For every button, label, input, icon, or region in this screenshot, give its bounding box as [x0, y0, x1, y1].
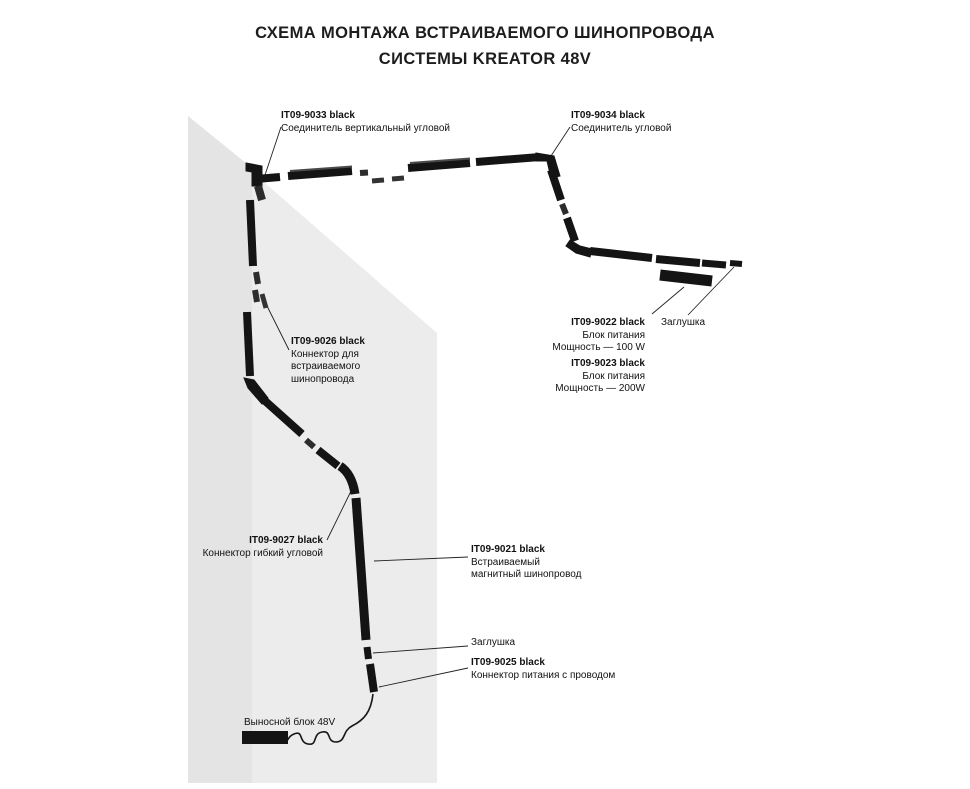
leader-lines [262, 126, 735, 688]
leader-zaglushka-right [687, 266, 735, 316]
label-external-block: Выносной блок 48V [244, 717, 336, 728]
part-code-9021: IT09-9021 black [471, 544, 545, 555]
part-desc-9023-1: Блок питания [582, 370, 645, 382]
external-block [242, 731, 288, 744]
part-desc-9033: Соединитель вертикальный угловой [281, 122, 451, 134]
callout-it09-9021: IT09-9021 black Встраиваемый магнитный ш… [471, 544, 581, 582]
leader-9021 [373, 556, 469, 562]
title-line-2: СИСТЕМЫ KREATOR 48V [378, 50, 592, 68]
leader-9027 [326, 486, 354, 541]
wire-path [280, 693, 374, 745]
recessed-connector [259, 293, 269, 309]
part-desc-9021-1: Встраиваемый [471, 556, 540, 568]
part-code-9026: IT09-9026 black [291, 336, 365, 347]
part-desc-9026-1: Коннектор для [291, 348, 359, 360]
main-track [351, 497, 371, 641]
part-code-9027: IT09-9027 black [249, 535, 323, 546]
label-zaglushka-bottom: Заглушка [471, 637, 516, 648]
part-desc-9025: Коннектор питания с проводом [471, 669, 616, 681]
callout-it09-9026: IT09-9026 black Коннектор для встраиваем… [291, 336, 365, 386]
wall-shading [188, 116, 437, 783]
callout-it09-9025: IT09-9025 black Коннектор питания с пров… [471, 657, 615, 682]
part-desc-9034: Соединитель угловой [571, 122, 672, 134]
part-code-9034: IT09-9034 black [571, 110, 645, 121]
callout-it09-9034: IT09-9034 black Соединитель угловой [571, 110, 671, 135]
leader-9022 [651, 286, 685, 315]
callout-it09-9033: IT09-9033 black Соединитель вертикальный… [281, 110, 450, 135]
power-wire [280, 693, 374, 745]
page-title: СХЕМА МОНТАЖА ВСТРАИВАЕМОГО ШИНОПРОВОДА … [0, 24, 970, 69]
part-code-9023: IT09-9023 black [571, 358, 645, 369]
power-feed-connector [366, 663, 378, 693]
part-code-9022: IT09-9022 black [571, 317, 645, 328]
callout-it09-9023: IT09-9023 black Блок питания Мощность — … [510, 358, 645, 396]
part-desc-9026-3: шинопровода [291, 373, 355, 385]
flexible-corner-connector [337, 462, 360, 495]
part-desc-9021-2: магнитный шинопровод [471, 569, 582, 580]
end-cap-right [729, 260, 743, 267]
part-desc-9027: Коннектор гибкий угловой [202, 547, 323, 559]
leader-9033 [262, 126, 282, 182]
part-desc-9022-2: Мощность — 100 W [552, 342, 645, 353]
track-drawing [243, 152, 743, 693]
callout-it09-9022: IT09-9022 black Блок питания Мощность — … [510, 317, 645, 355]
leader-9026 [266, 305, 290, 351]
label-zaglushka-right: Заглушка [661, 317, 706, 328]
leader-9025 [378, 667, 469, 688]
leader-9034 [548, 126, 571, 160]
wall-face-left [188, 116, 252, 783]
title-line-1: СХЕМА МОНТАЖА ВСТРАИВАЕМОГО ШИНОПРОВОДА [255, 24, 715, 42]
part-desc-9026-2: встраиваемого [291, 361, 361, 372]
part-desc-9022-1: Блок питания [582, 329, 645, 341]
end-cap-bottom [363, 646, 372, 660]
external-block-rect [242, 731, 288, 744]
power-supply-block [659, 269, 713, 287]
callout-it09-9027: IT09-9027 black Коннектор гибкий угловой [183, 535, 323, 560]
part-code-9033: IT09-9033 black [281, 110, 355, 121]
part-code-9025: IT09-9025 black [471, 657, 545, 668]
leader-zaglushka-bottom [372, 645, 469, 654]
part-desc-9023-2: Мощность — 200W [555, 383, 645, 394]
